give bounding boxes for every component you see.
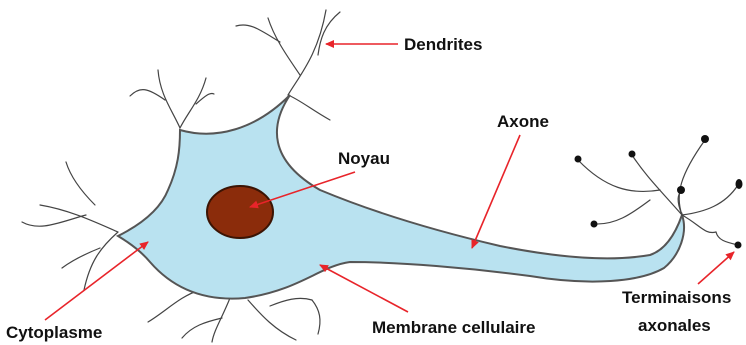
terminal-branch-5: [682, 215, 716, 233]
terminal-knob: [735, 242, 742, 249]
dendrite-top-4: [236, 25, 280, 42]
dendrite-l-4: [84, 232, 118, 290]
arrow-axone: [472, 135, 520, 248]
label-terminaisons-line2: axonales: [638, 316, 711, 335]
dendrite-l-5: [62, 248, 100, 268]
terminal-knob: [736, 179, 743, 189]
terminal-knobs: [575, 135, 743, 249]
dendrite-b-5: [312, 300, 320, 334]
dendrite-top-3: [268, 18, 300, 75]
terminal-knob: [629, 151, 636, 158]
terminal-knob: [701, 135, 709, 143]
arrow-cytoplasme: [45, 242, 148, 320]
label-dendrites: Dendrites: [404, 35, 482, 54]
terminal-branch-7: [594, 200, 650, 224]
terminal-knob: [575, 156, 582, 163]
dendrite-b-3: [248, 300, 296, 340]
dendrite-ul-1: [158, 70, 180, 128]
dendrite-top-1: [288, 10, 326, 95]
arrow-terminaisons: [698, 252, 734, 284]
dendrite-l-2: [22, 215, 86, 226]
terminal-branch-1: [679, 140, 705, 215]
terminal-knob: [591, 221, 598, 228]
terminal-branch-2: [632, 155, 682, 215]
nucleus: [207, 186, 273, 238]
arrow-membrane: [320, 265, 408, 312]
label-terminaisons-line1: Terminaisons: [622, 288, 731, 307]
label-axone: Axone: [497, 112, 549, 131]
terminal-knob: [677, 186, 685, 194]
terminal-branch-4: [682, 185, 738, 215]
dendrite-b-6: [148, 290, 200, 322]
label-cytoplasme: Cytoplasme: [6, 323, 102, 342]
dendrite-top-5: [288, 95, 330, 120]
label-noyau: Noyau: [338, 149, 390, 168]
cell-body: [118, 95, 684, 299]
dendrite-top-2: [318, 12, 340, 55]
dendrite-l-1: [40, 205, 118, 232]
dendrite-b-4: [270, 298, 312, 306]
dendrite-l-3: [66, 162, 95, 205]
axon-terminals-group: [578, 140, 738, 245]
dendrite-ul-3: [180, 78, 206, 128]
terminal-branch-6: [716, 232, 738, 245]
dendrite-ul-2: [130, 90, 165, 100]
label-membrane: Membrane cellulaire: [372, 318, 535, 337]
